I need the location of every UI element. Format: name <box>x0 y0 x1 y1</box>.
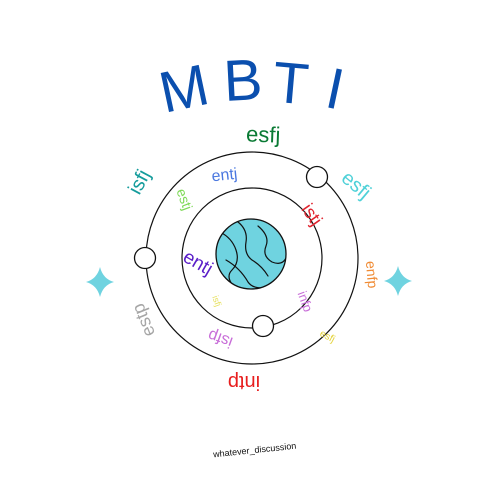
inner-label-top-right: istj <box>297 200 326 229</box>
outer-label-top-right: esfj <box>337 167 375 204</box>
outer-label-right: enfp <box>363 260 381 289</box>
inner-label-left: entj <box>179 246 216 280</box>
title-letter-b: B <box>222 47 264 114</box>
left-sparkle-icon <box>86 267 114 297</box>
planet-icon <box>215 218 287 290</box>
inner-label-bottom: isfp <box>206 326 235 351</box>
inner-label-top-left: estj <box>173 186 195 212</box>
outer-label-bottom: intp <box>228 371 260 393</box>
inner-label-bottom-left: isfj <box>210 294 223 308</box>
right-sparkle-icon <box>384 266 412 296</box>
outer-label-top: esfj <box>246 121 281 147</box>
title: M B T I <box>154 47 350 126</box>
outer-label-top-left: isfj <box>124 166 155 198</box>
moon-bottom <box>251 314 275 338</box>
moon-top-right <box>305 165 329 189</box>
moon-left <box>133 246 157 270</box>
outer-label-bottom-right: esfj <box>318 328 337 345</box>
inner-label-top: entj <box>211 166 238 186</box>
title-letter-i: I <box>320 55 349 122</box>
title-letter-t: T <box>270 50 311 118</box>
credit-text: whatever_discussion <box>212 441 297 460</box>
inner-orbit <box>181 187 323 329</box>
title-letter-m: M <box>154 52 215 126</box>
inner-label-right: infp <box>295 289 316 314</box>
outer-label-bottom-left: estp <box>128 301 159 340</box>
